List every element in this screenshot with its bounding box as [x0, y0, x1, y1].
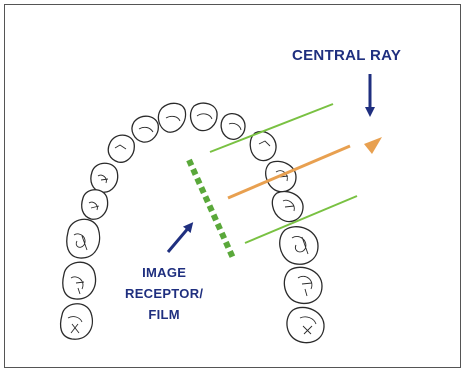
tooth-premolar-left-2: [81, 189, 109, 220]
tooth-lateral-incisor-right: [220, 112, 246, 140]
tooth-molar-right-3: [286, 306, 325, 344]
receptor-label-line-2: RECEPTOR/: [125, 286, 204, 301]
tooth-lateral-incisor-left: [131, 115, 159, 143]
receptor-label-line-1: IMAGE: [142, 265, 187, 280]
tooth-canine-right: [249, 130, 277, 162]
receptor-label-line-3: FILM: [148, 307, 180, 322]
dental-arch: [59, 102, 325, 344]
ray-cone-icon: [364, 137, 382, 154]
tooth-central-incisor-left: [157, 102, 187, 133]
guide-line-upper: [209, 103, 334, 153]
central-ray-line: [227, 144, 351, 200]
tooth-molar-right-1: [279, 226, 319, 265]
tooth-molar-right-2: [283, 266, 323, 305]
image-receptor-film: [186, 158, 236, 260]
tooth-details: [67, 113, 317, 335]
central-ray-label: CENTRAL RAY: [292, 47, 402, 64]
image-receptor-label: IMAGE RECEPTOR/ FILM: [125, 262, 203, 325]
tooth-molar-left-3: [59, 303, 93, 340]
tooth-molar-left-2: [62, 261, 97, 300]
guide-lines: [209, 103, 358, 244]
tooth-premolar-left-1: [90, 162, 119, 193]
tooth-central-incisor-right: [189, 102, 218, 132]
receptor-arrow-icon: [166, 222, 194, 253]
guide-line-lower: [244, 195, 358, 244]
tooth-canine-left: [107, 134, 135, 163]
